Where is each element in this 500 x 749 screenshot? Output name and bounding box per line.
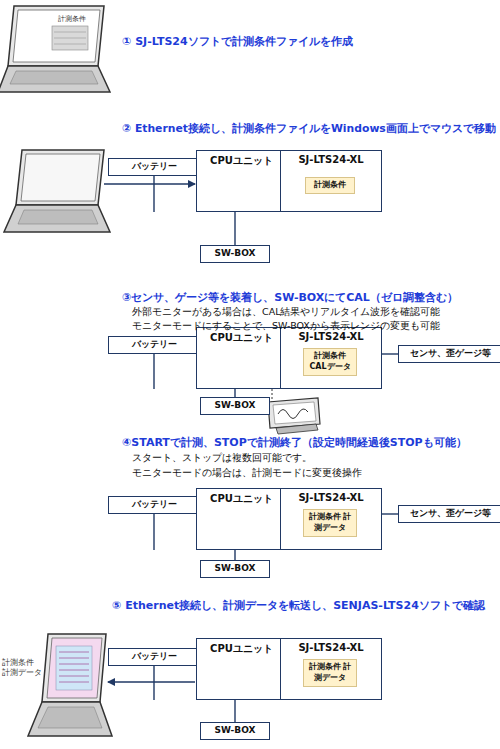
- step-heading: ④STARTで計測、STOPで計測終了（設定時間経過後STOPも可能）: [122, 435, 467, 450]
- connector: [235, 550, 236, 560]
- step-note: モニターモードの場合は、計測モードに変更後操作: [132, 467, 362, 480]
- device-box: バッテリー: [108, 496, 200, 514]
- data-box: 計測条件 CALデータ: [303, 348, 357, 376]
- box-text: SW-BOX: [201, 246, 269, 260]
- box-text: SW-BOX: [201, 723, 269, 737]
- box-text: CPUユニット: [197, 639, 286, 656]
- box-text: 計測条件 CALデータ: [304, 349, 356, 373]
- monitor-icon: [268, 389, 320, 434]
- connector: [235, 700, 236, 722]
- box-text: CPUユニット: [197, 151, 286, 168]
- box-text: 計測条件 計測データ: [304, 510, 356, 534]
- data-label: 計測条件 計測データ: [2, 658, 44, 678]
- box-text: バッテリー: [109, 337, 199, 351]
- data-box: 計測条件 計測データ: [303, 509, 357, 537]
- unit-box: CPUユニット: [196, 638, 287, 700]
- unit-box: SJ-LTS24-XL 計測条件: [280, 150, 382, 212]
- box-text: センサ、歪ゲージ等: [399, 506, 500, 520]
- device-box: センサ、歪ゲージ等: [398, 505, 500, 523]
- step-note: モニターモードにすることで、SW-BOXから表示レンジの変更も可能: [132, 320, 440, 333]
- device-box: センサ、歪ゲージ等: [398, 345, 500, 363]
- box-text: CPUユニット: [197, 489, 286, 506]
- box-text: バッテリー: [109, 649, 199, 663]
- step-heading: ⑤ Ethernet接続し、計測データを転送し、SENJAS-LTS24ソフトで…: [112, 598, 485, 613]
- unit-box: CPUユニット: [196, 488, 287, 550]
- device-box: SW-BOX: [200, 722, 270, 740]
- screen-label: 計測条件: [58, 14, 86, 24]
- connector: [382, 514, 398, 515]
- data-box: 計測条件: [305, 177, 355, 194]
- unit-box: CPUユニット: [196, 150, 287, 212]
- box-text: 計測条件: [306, 178, 354, 191]
- device-box: バッテリー: [108, 158, 200, 176]
- data-box: 計測条件 計測データ: [303, 659, 357, 687]
- device-box: バッテリー: [108, 336, 200, 354]
- unit-box: SJ-LTS24-XL 計測条件 計測データ: [280, 638, 382, 700]
- device-box: SW-BOX: [200, 397, 270, 415]
- connector: [235, 212, 236, 245]
- device-box: バッテリー: [108, 648, 200, 666]
- unit-box: SJ-LTS24-XL 計測条件 計測データ: [280, 488, 382, 550]
- box-text: SJ-LTS24-XL: [281, 639, 381, 653]
- device-box: SW-BOX: [200, 560, 270, 578]
- device-box: SW-BOX: [200, 245, 270, 263]
- box-text: 計測条件 計測データ: [304, 660, 356, 684]
- box-text: バッテリー: [109, 497, 199, 511]
- box-text: SJ-LTS24-XL: [281, 151, 381, 165]
- box-text: SJ-LTS24-XL: [281, 489, 381, 503]
- unit-box: CPUユニット: [196, 327, 287, 389]
- step-heading: ① SJ-LTS24ソフトで計測条件ファイルを作成: [122, 34, 353, 49]
- step-heading: ③センサ、ゲージ等を装着し、SW-BOXにてCAL（ゼロ調整含む）: [122, 290, 458, 305]
- laptop-icon: [0, 6, 110, 92]
- connector: [382, 354, 398, 355]
- unit-box: SJ-LTS24-XL計測条件 CALデータ: [280, 327, 382, 389]
- box-text: センサ、歪ゲージ等: [399, 346, 500, 360]
- step-heading: ② Ethernet接続し、計測条件ファイルをWindows画面上でマウスで移動: [122, 122, 496, 136]
- step-note: スタート、ストップは複数回可能です。: [132, 452, 312, 465]
- connector: [235, 389, 236, 397]
- box-text: SW-BOX: [201, 561, 269, 575]
- step-note: 外部モニターがある場合は、CAL結果やリアルタイム波形を確認可能: [132, 306, 440, 319]
- box-text: SW-BOX: [201, 398, 269, 412]
- box-text: バッテリー: [109, 159, 199, 173]
